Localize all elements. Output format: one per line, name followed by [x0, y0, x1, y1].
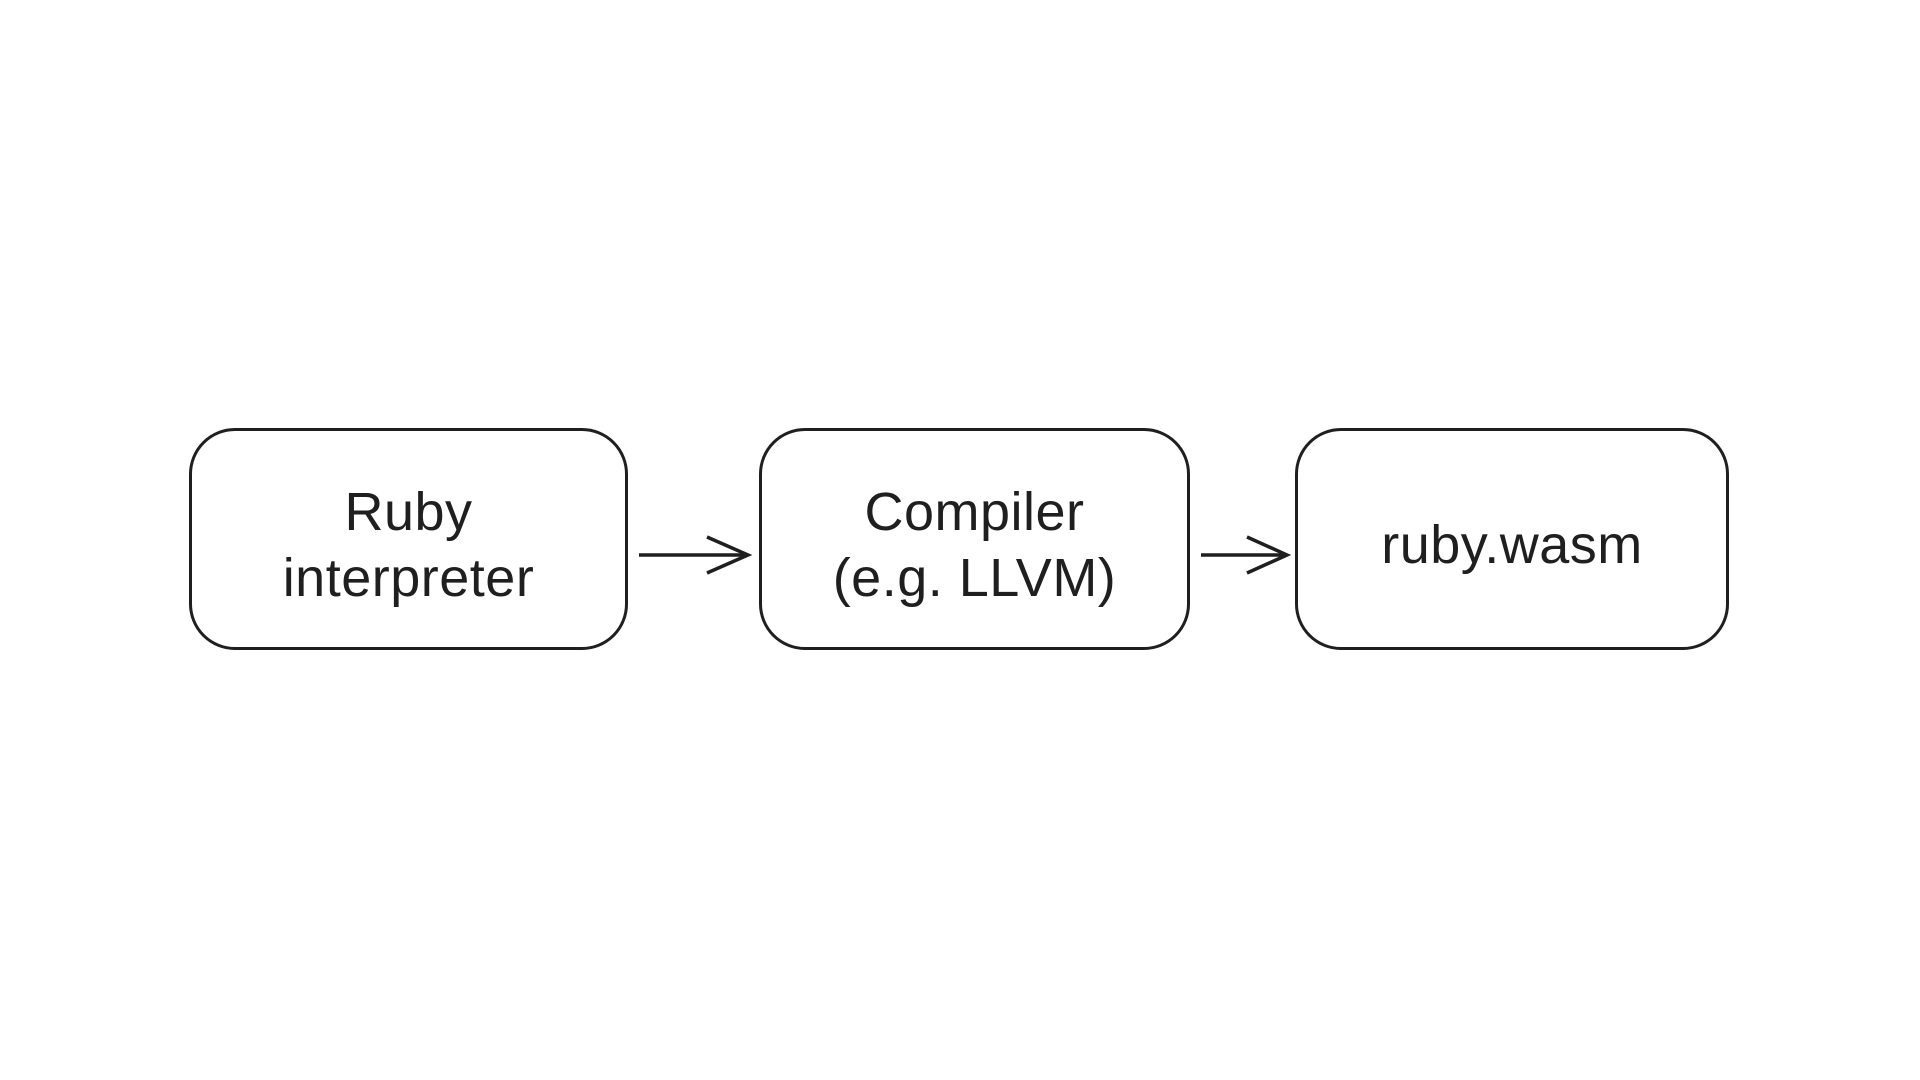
node-label-line: ruby.wasm: [1381, 515, 1643, 575]
arrow-right-icon: [639, 535, 753, 575]
node-label-line: Compiler: [864, 482, 1085, 542]
node-label-line: Ruby: [344, 482, 473, 542]
node-ruby-interpreter: Ruby interpreter: [189, 428, 628, 650]
node-compiler: Compiler (e.g. LLVM): [759, 428, 1190, 650]
node-ruby-wasm: ruby.wasm: [1295, 428, 1729, 650]
node-label-line: (e.g. LLVM): [832, 548, 1117, 608]
node-label-line: interpreter: [282, 548, 535, 608]
arrow-right-icon: [1201, 535, 1292, 575]
